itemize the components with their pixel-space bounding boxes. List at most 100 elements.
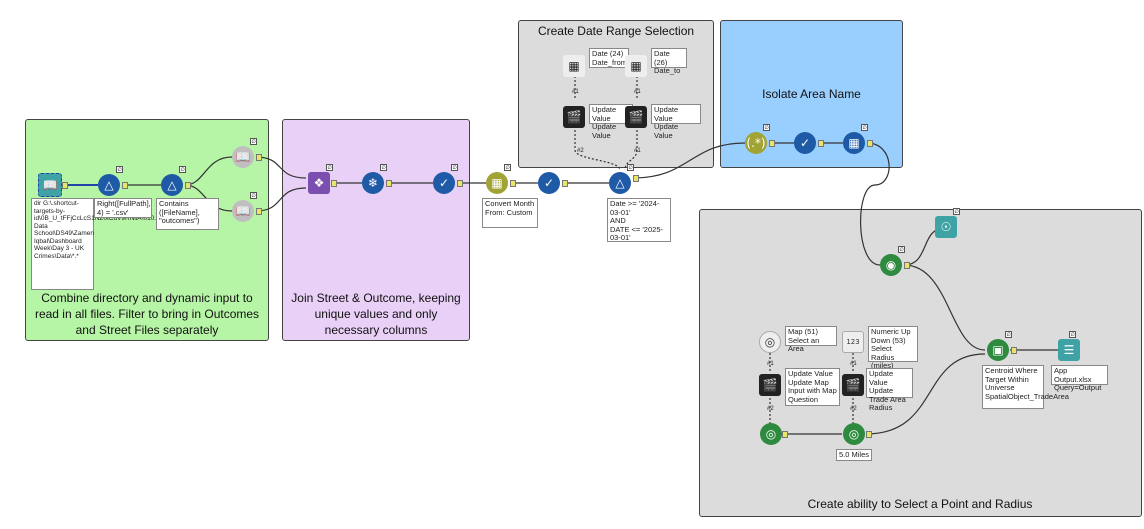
container-combine-title: Combine directory and dynamic input to r… [34, 291, 260, 337]
join-multiple-tool[interactable]: ❖ [308, 172, 330, 194]
run-count-badge: ∅ [763, 124, 770, 131]
output-anchor[interactable] [867, 140, 873, 147]
action-tool-2[interactable]: 🎬 [625, 106, 647, 128]
globe-icon: ◎ [765, 427, 777, 441]
numeric-updown-annotation: Numeric Up Down (53) Select Radius (mile… [868, 326, 918, 370]
update-map-annotation: Update Value Update Map Input with Map Q… [785, 368, 840, 406]
action-tool-4[interactable]: 🎬 [842, 374, 864, 396]
container-join[interactable] [282, 119, 470, 341]
connection-label: #2 [850, 406, 857, 412]
select-tool-2[interactable]: ✓ [538, 172, 560, 194]
spatial-match-annotation: Centroid Where Target Within Universe Sp… [982, 365, 1069, 409]
output-anchor[interactable] [122, 182, 128, 189]
output-anchor[interactable] [769, 140, 775, 147]
output-anchor[interactable] [256, 208, 262, 215]
check-icon: ✓ [543, 176, 555, 190]
container-join-title: Join Street & Outcome, keeping unique va… [291, 291, 461, 337]
connection-label: #2 [577, 148, 584, 154]
location-pin-icon: ◉ [885, 258, 897, 272]
trade-area-annotation: 5.0 Miles [836, 449, 872, 461]
date-to-annotation: Date (26) Date_to [651, 48, 687, 75]
date-interface-tool-2[interactable]: ▦ [625, 55, 647, 77]
book-icon: 📖 [235, 204, 251, 218]
run-count-badge: ∅ [861, 124, 868, 131]
run-count-badge: ∅ [898, 246, 905, 253]
run-count-badge: ∅ [504, 164, 511, 171]
output-anchor[interactable] [256, 154, 262, 161]
filter-icon: △ [167, 178, 177, 192]
output-anchor[interactable] [562, 180, 568, 187]
filter-annotation: Contains ([FileName], "outcomes") [156, 198, 219, 230]
output-anchor[interactable] [62, 182, 68, 189]
date-filter-annotation: Date >= '2024-03-01' AND DATE <= '2025-0… [607, 198, 671, 242]
snowflake-icon: ❄ [367, 176, 379, 190]
centroid-icon: ▣ [992, 343, 1004, 357]
run-count-badge: ∅ [116, 166, 123, 173]
date-filter-tool[interactable]: △ [609, 172, 631, 194]
output-anchor[interactable] [457, 180, 463, 187]
directory-tool[interactable]: 📖 [38, 173, 62, 197]
output-annotation: App Output.xlsx Query=Output [1051, 365, 1108, 392]
container-select-point[interactable] [699, 209, 1142, 517]
run-count-badge: ∅ [1005, 331, 1012, 338]
filter-tool[interactable]: △ [161, 174, 183, 196]
run-count-badge: ∅ [250, 192, 257, 199]
output-anchor[interactable] [1011, 347, 1017, 354]
clapper-icon: 🎬 [762, 378, 778, 392]
container-isolate-area-title: Isolate Area Name [762, 87, 861, 101]
calendar-icon: ▦ [630, 59, 642, 73]
output-anchor[interactable] [510, 180, 516, 187]
run-count-badge: ∅ [179, 166, 186, 173]
trade-area-tool[interactable]: ◎ [843, 423, 865, 445]
select-tool[interactable]: ✓ [433, 172, 455, 194]
output-anchor[interactable] [866, 431, 872, 438]
numeric-icon: 123 [846, 338, 860, 346]
container-date-range[interactable] [518, 20, 714, 168]
map-question-tool[interactable]: ◎ [759, 331, 781, 353]
clapper-icon: 🎬 [566, 110, 582, 124]
check-icon: ✓ [799, 136, 811, 150]
spatial-match-tool[interactable]: ◉ [880, 254, 902, 276]
regex-icon: (.*) [746, 136, 766, 150]
formula-annotation: Right([FullPath], 4) = '.csv' [94, 198, 152, 218]
output-tool[interactable]: ☰ [1058, 339, 1080, 361]
connection-label: #1 [767, 361, 774, 367]
output-anchor[interactable] [386, 180, 392, 187]
datetime-tool[interactable]: ▦ [486, 172, 508, 194]
run-count-badge: ∅ [380, 164, 387, 171]
date-interface-tool-1[interactable]: ▦ [563, 55, 585, 77]
run-count-badge: ∅ [627, 164, 634, 171]
numeric-updown-tool[interactable]: 123 [842, 331, 864, 353]
calendar-icon: ▦ [568, 59, 580, 73]
join-icon: ❖ [313, 176, 325, 190]
run-count-badge: ∅ [326, 164, 333, 171]
output-anchor[interactable] [331, 180, 337, 187]
output-anchor[interactable] [782, 431, 788, 438]
action-tool-1[interactable]: 🎬 [563, 106, 585, 128]
spatial-match-tool-2[interactable]: ▣ [987, 339, 1009, 361]
select-tool-3[interactable]: ✓ [794, 132, 816, 154]
output-anchor[interactable] [904, 262, 910, 269]
connection-label: #1 [634, 89, 641, 95]
connection-label: #1 [634, 148, 641, 154]
filter-icon: △ [615, 176, 625, 190]
map-input-tool[interactable]: ◎ [760, 423, 782, 445]
dynamic-input-tool-1[interactable]: 📖 [232, 146, 254, 168]
action-tool-3[interactable]: 🎬 [759, 374, 781, 396]
connection-label: #1 [850, 361, 857, 367]
output-anchor[interactable] [185, 182, 191, 189]
clapper-icon: 🎬 [628, 110, 644, 124]
formula-tool[interactable]: △ [98, 174, 120, 196]
summarize-tool[interactable]: ▦ [843, 132, 865, 154]
browse-tool[interactable]: ☉ [935, 216, 957, 238]
convert-month-annotation: Convert Month From: Custom [482, 198, 538, 228]
run-count-badge: ∅ [1069, 331, 1076, 338]
output-anchor[interactable] [818, 140, 824, 147]
dynamic-input-tool-2[interactable]: 📖 [232, 200, 254, 222]
connection-label: #1 [572, 89, 579, 95]
unique-tool[interactable]: ❄ [362, 172, 384, 194]
regex-tool[interactable]: (.*) [745, 132, 767, 154]
output-anchor[interactable] [633, 175, 639, 182]
container-select-point-title: Create ability to Select a Point and Rad… [807, 497, 1033, 511]
